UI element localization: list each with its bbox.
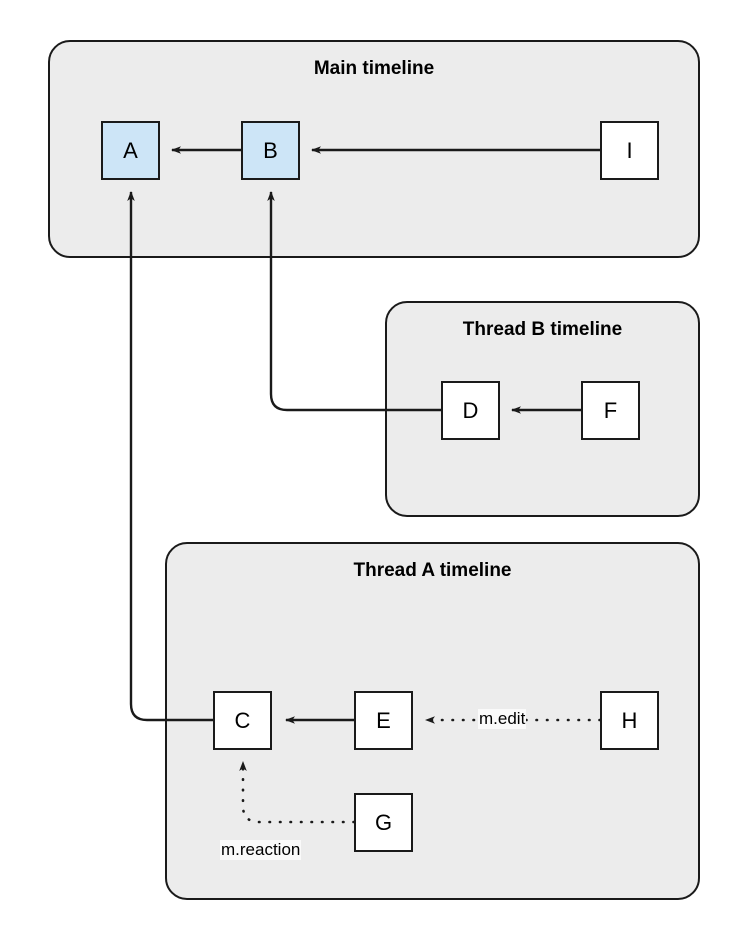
group-main-timeline-title: Main timeline <box>313 58 435 79</box>
event-node-a[interactable]: A <box>101 121 160 180</box>
edge-d-to-b <box>267 191 441 412</box>
edge-c-to-a <box>127 191 213 722</box>
event-node-f[interactable]: F <box>581 381 640 440</box>
edge-label-m-edit: m.edit <box>478 709 527 729</box>
event-node-c[interactable]: C <box>213 691 272 750</box>
event-node-d[interactable]: D <box>441 381 500 440</box>
edge-g-to-c <box>239 760 356 824</box>
event-node-b[interactable]: B <box>241 121 300 180</box>
event-node-g[interactable]: G <box>354 793 413 852</box>
event-node-e[interactable]: E <box>354 691 413 750</box>
event-node-h[interactable]: H <box>600 691 659 750</box>
group-thread-a-timeline-title: Thread A timeline <box>353 560 512 581</box>
edge-label-m-reaction: m.reaction <box>220 840 302 860</box>
event-node-i[interactable]: I <box>600 121 659 180</box>
group-thread-b-timeline-title: Thread B timeline <box>462 319 623 340</box>
